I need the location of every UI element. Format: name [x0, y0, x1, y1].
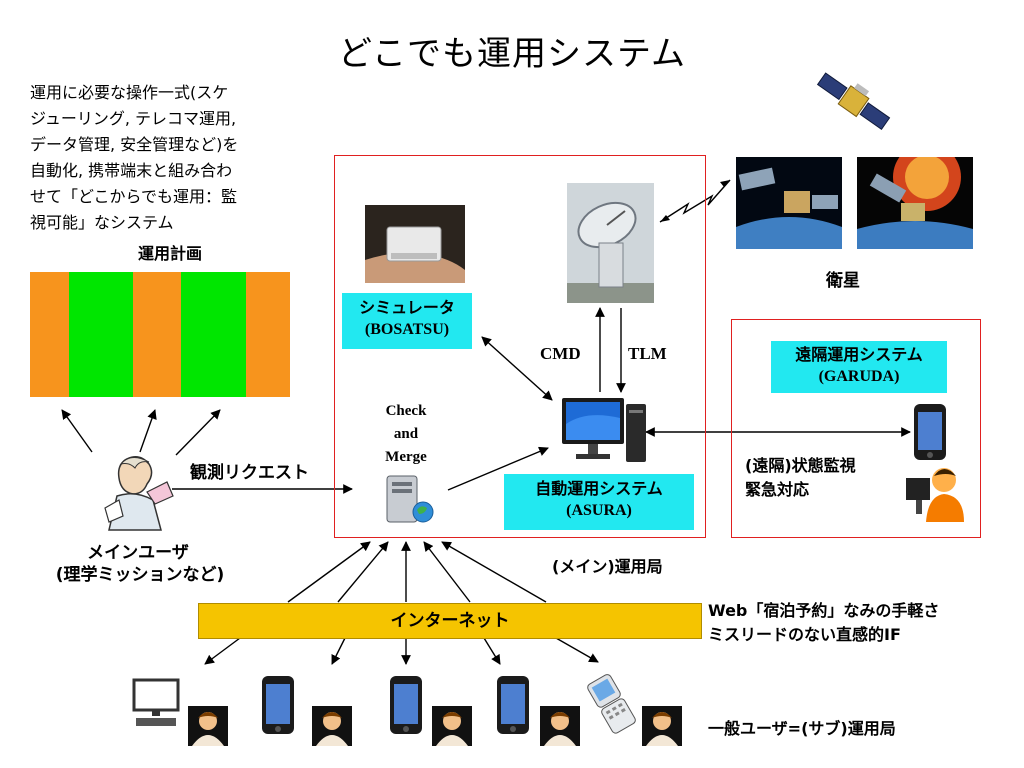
description-line: 視可能」なシステム	[30, 213, 174, 232]
description-line: 自動化, 携帯端末と組み合わ	[30, 161, 233, 180]
main-user-label: メインユーザ	[87, 543, 189, 563]
smartphone-icon	[262, 676, 294, 734]
smartphone-icon	[497, 676, 529, 734]
main-station-label: (メイン)運用局	[552, 557, 663, 576]
user-avatar-icon	[188, 706, 228, 746]
remote-system-label: 遠隔運用システム (GARUDA)	[771, 341, 947, 393]
auto-system-code: (ASURA)	[566, 502, 632, 519]
system-description: 運用に必要な操作一式(スケ ジューリング, テレコマ運用, データ管理, 安全管…	[30, 80, 300, 236]
web-note: Web「宿泊予約」なみの手軽さ ミスリードのない直感的IF	[708, 597, 939, 645]
smartphone-icon	[390, 676, 422, 734]
satellite-photo-sun	[857, 157, 973, 249]
smartphone-icon	[914, 404, 946, 460]
web-note-line2: ミスリードのない直感的IF	[708, 625, 901, 644]
simulator-label: シミュレータ (BOSATSU)	[342, 293, 472, 349]
user-avatar-icon	[642, 706, 682, 746]
remote-system-code: (GARUDA)	[818, 368, 900, 385]
remote-status-line2: 緊急対応	[745, 480, 810, 499]
main-user-sublabel: (理学ミッションなど)	[55, 565, 225, 585]
cmd-label: CMD	[540, 344, 581, 363]
simulator-code: (BOSATSU)	[364, 321, 450, 338]
check-merge-line: Check	[385, 403, 427, 419]
server-icon	[386, 475, 434, 523]
satellite-icon	[816, 72, 891, 130]
auto-system-pc-icon	[562, 398, 646, 462]
plan-label: 運用計画	[137, 244, 202, 263]
remote-system-frame	[731, 319, 981, 538]
remote-status-line1: (遠隔)状態監視	[745, 456, 856, 475]
flip-phone-icon	[587, 674, 636, 734]
user-avatar-icon	[312, 706, 352, 746]
desktop-monitor-icon	[132, 678, 180, 726]
check-merge-line: Merge	[385, 449, 427, 465]
page-title: どこでも運用システム	[338, 34, 686, 74]
antenna-photo	[567, 183, 654, 303]
web-note-line1: Web「宿泊予約」なみの手軽さ	[708, 601, 940, 620]
simulator-name: シミュレータ	[359, 298, 455, 317]
description-line: 運用に必要な操作一式(スケ	[30, 83, 229, 102]
request-label: 観測リクエスト	[190, 463, 309, 483]
user-avatar-icon	[432, 706, 472, 746]
description-line: データ管理, 安全管理など)を	[30, 135, 239, 154]
plan-block	[69, 272, 133, 397]
tlm-label: TLM	[628, 344, 667, 363]
main-user-icon	[104, 456, 174, 531]
remote-status-text: (遠隔)状態監視 緊急対応	[745, 452, 856, 500]
general-users-label: 一般ユーザ=(サブ)運用局	[708, 719, 896, 738]
plan-block	[246, 272, 290, 397]
main-station-frame	[334, 155, 706, 538]
remote-system-name: 遠隔運用システム	[795, 345, 923, 364]
plan-block	[133, 272, 181, 397]
operator-icon	[906, 468, 964, 522]
simulator-photo	[365, 205, 465, 283]
description-line: せて「どこからでも運用：監	[30, 187, 238, 206]
check-merge-line: and	[393, 426, 419, 442]
operation-plan-chart	[30, 272, 290, 397]
description-line: ジューリング, テレコマ運用,	[30, 109, 237, 128]
satellite-photo-earth	[736, 157, 842, 249]
auto-system-name: 自動運用システム	[535, 479, 663, 498]
satellite-label: 衛星	[826, 271, 860, 291]
plan-block	[181, 272, 246, 397]
user-avatar-icon	[540, 706, 580, 746]
check-merge-label: Check and Merge	[360, 400, 452, 469]
internet-bar: インターネット	[198, 603, 702, 639]
plan-block	[30, 272, 69, 397]
auto-system-label: 自動運用システム (ASURA)	[504, 474, 694, 530]
